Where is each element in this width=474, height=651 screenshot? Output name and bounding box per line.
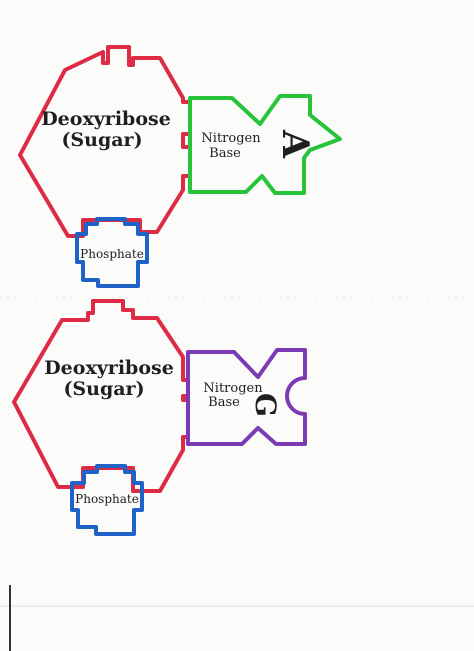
nucleotide-2: Deoxyribose (Sugar) Nitrogen Base G Phos… [12,299,307,536]
phosphate-label: Phosphate [75,492,139,506]
nitrogen-base-shape [186,348,307,446]
nucleotide-1: Deoxyribose (Sugar) Nitrogen Base A Phos… [18,45,342,288]
phosphate-label: Phosphate [80,247,144,261]
base-label-line1: Nitrogen [203,381,263,396]
sugar-label-line1: Deoxyribose [41,108,171,130]
base-letter: A [274,129,316,159]
phosphate-shape [70,464,144,536]
base-label-line2: Base [209,146,241,161]
base-label-line1: Nitrogen [201,131,261,146]
base-label-line2: Base [208,395,240,410]
sugar-label-line1: Deoxyribose [44,357,174,379]
sugar-label-line2: (Sugar) [63,378,144,400]
base-letter: G [249,393,282,417]
phosphate-shape [75,217,149,288]
nitrogen-base-shape [188,94,342,195]
sugar-label-line2: (Sugar) [61,129,142,151]
